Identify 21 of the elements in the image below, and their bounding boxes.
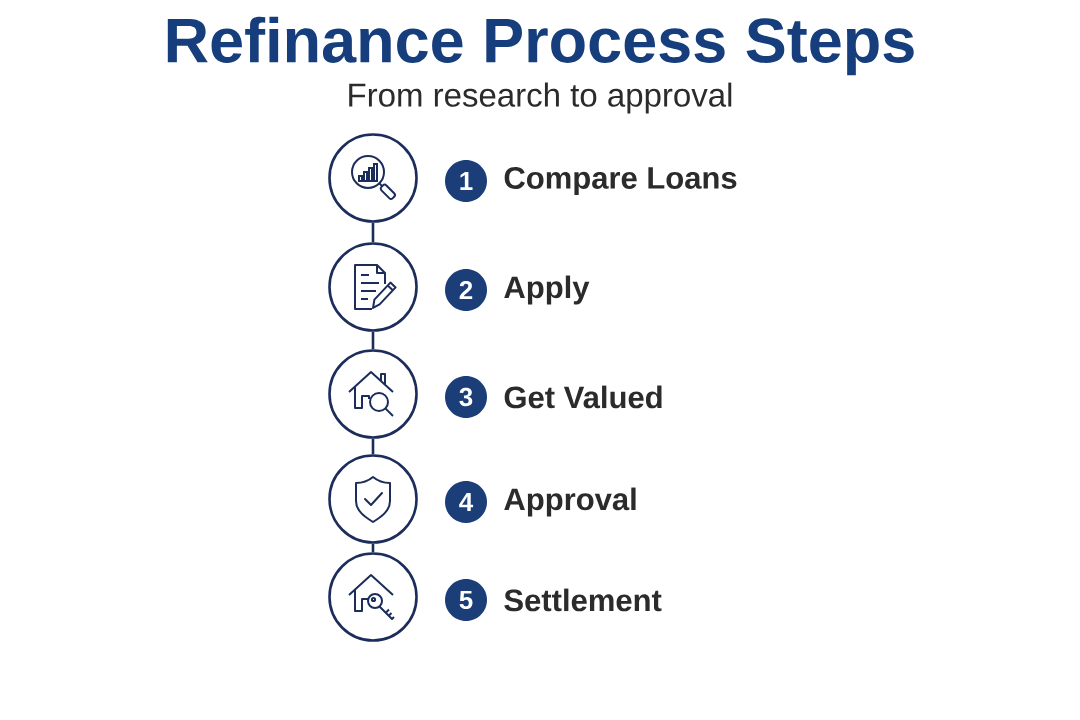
- step-label: Apply: [504, 275, 590, 305]
- step-circle: [328, 454, 418, 544]
- step-number: 1: [445, 160, 487, 202]
- step-number: 4: [445, 481, 487, 523]
- step-number: 5: [445, 579, 487, 621]
- connector-line: [371, 543, 375, 553]
- connector-line: [371, 438, 375, 455]
- step-label: Approval: [504, 487, 636, 517]
- step-label: Settlement: [504, 588, 662, 612]
- step-number: 2: [445, 269, 487, 311]
- step-number: 3: [445, 376, 487, 418]
- step-circle: [328, 552, 418, 642]
- step-circle: [328, 349, 418, 439]
- step-label: Compare Loans: [504, 166, 737, 196]
- connector-line: [371, 222, 375, 243]
- step-circle: [328, 133, 418, 223]
- subtitle: From research to approval: [349, 82, 732, 114]
- step-label: Get Valued: [504, 385, 662, 409]
- connector-line: [371, 331, 375, 350]
- title: Refinance Process Steps: [167, 16, 914, 76]
- step-circle: [328, 242, 418, 332]
